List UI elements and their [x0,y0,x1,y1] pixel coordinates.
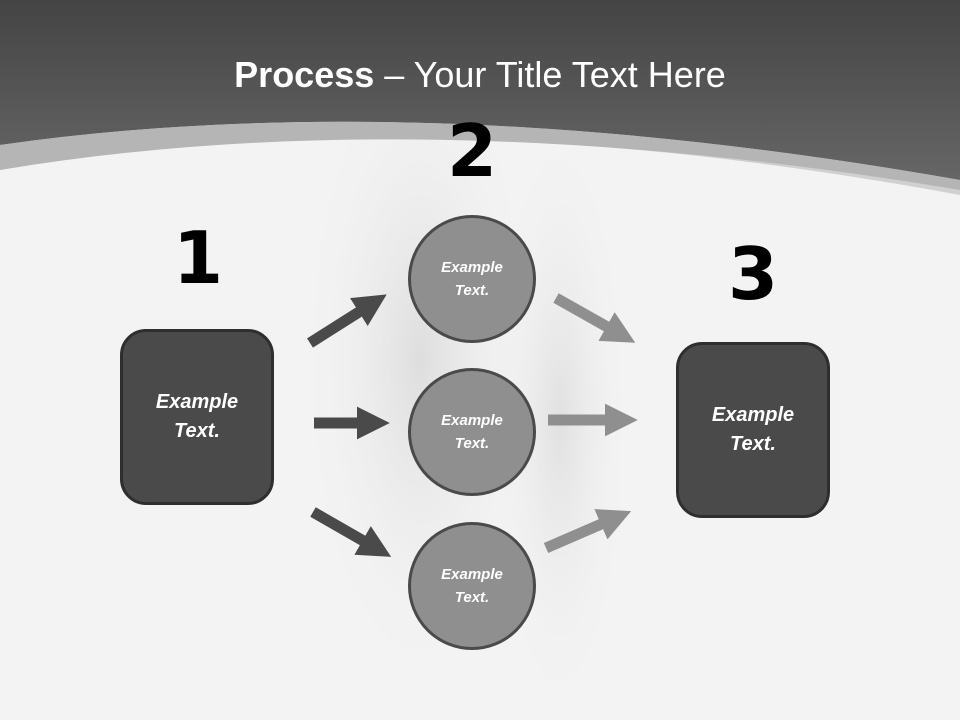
step-number-2: 2 [446,109,498,193]
arrow-left-to-top [307,294,387,348]
step-number-3: 3 [727,232,779,316]
step-circle-top-text: Example Text. [441,259,503,299]
arrow-bottom-to-right [543,509,632,554]
step-circle-top: Example Text. [408,215,536,343]
step-circle-middle: Example Text. [408,368,536,496]
step-box-left-text: Example Text. [155,391,239,442]
step-box-right: Example Text. [676,342,830,518]
arrow-left-to-bottom [310,507,392,557]
step-circle-bottom-text: Example Text. [441,566,503,606]
step-box-right-text: Example Text. [711,404,795,455]
arrow-top-to-right [553,293,636,343]
header-band [0,0,960,180]
step-circle-middle-text: Example Text. [441,412,503,452]
title-bold: Process [234,54,375,95]
step-circle-bottom: Example Text. [408,522,536,650]
slide-title: Process – Your Title Text Here [0,54,960,96]
title-rest: – Your Title Text Here [374,54,726,95]
step-box-left: Example Text. [120,329,274,505]
step-number-1: 1 [172,216,224,300]
